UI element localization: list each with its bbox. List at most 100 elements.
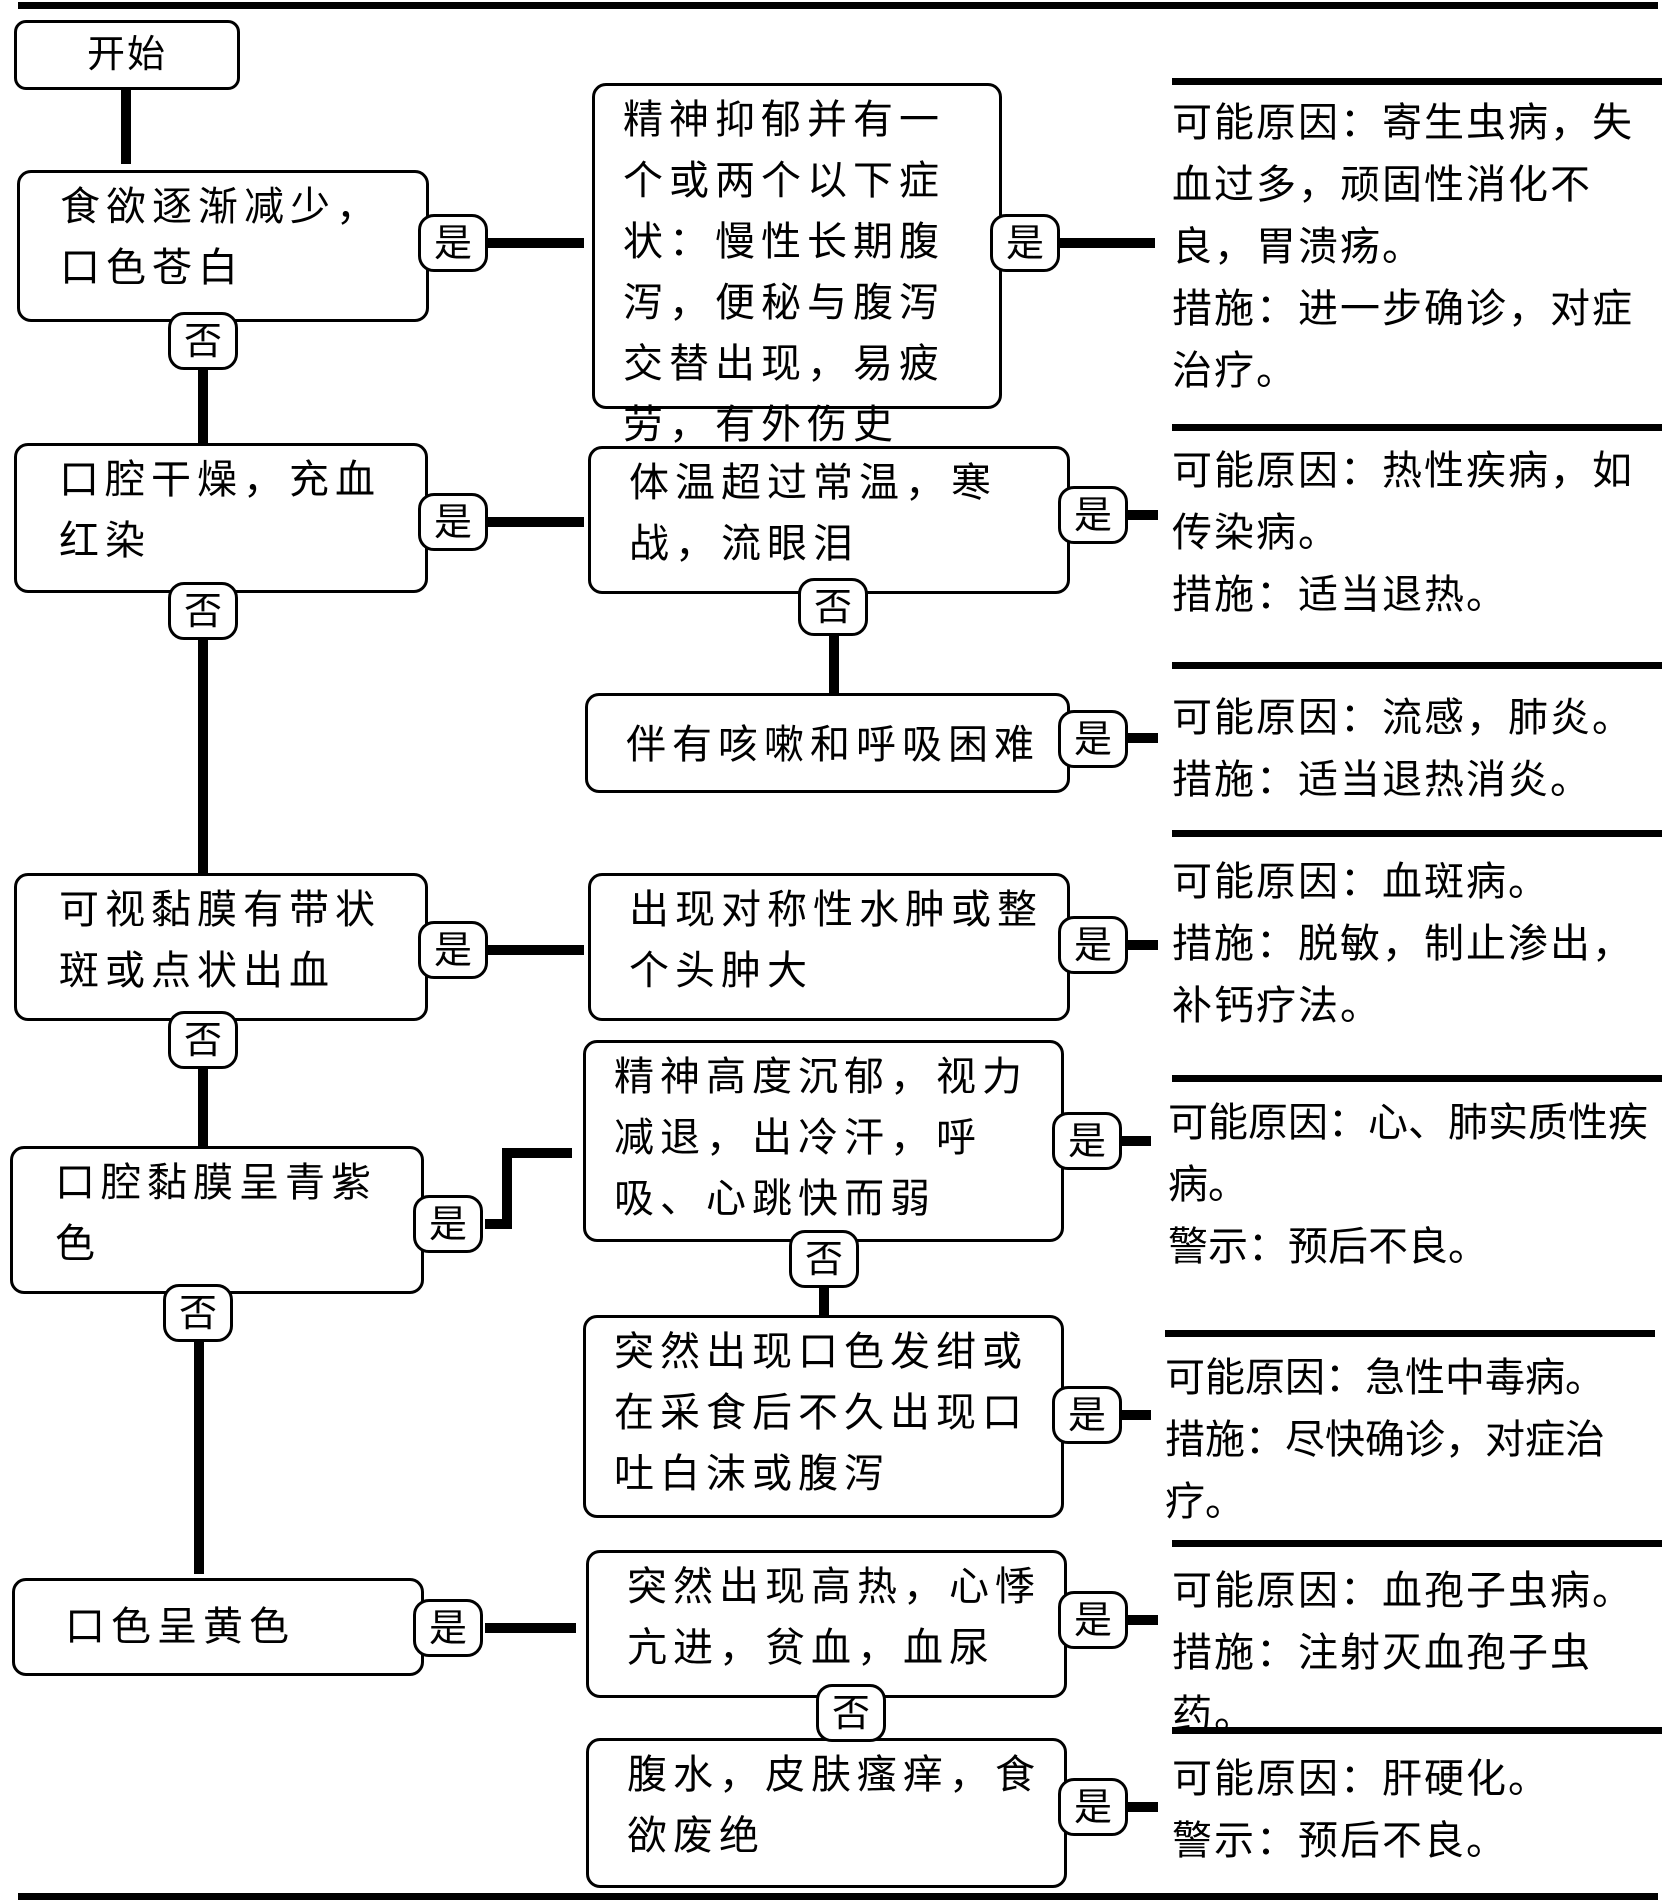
result-cause: 可能原因：寄生虫病，失血过多，顽固性消化不良，胃溃疡。 [1172, 100, 1634, 270]
result-r1: 可能原因：寄生虫病，失血过多，顽固性消化不良，胃溃疡。 措施：进一步确诊，对症治… [1172, 92, 1662, 402]
start-node: 开始 [14, 20, 240, 90]
result-rule [1172, 1075, 1662, 1082]
symptom-box-s7: 突然出现高热，心悸亢进，贫血，血尿 [586, 1550, 1067, 1698]
result-measure: 措施：进一步确诊，对症治疗。 [1172, 286, 1634, 394]
yes-tag-s3: 是 [1058, 710, 1128, 768]
arrow-s8-r8 [1122, 1802, 1158, 1812]
result-measure: 措施：脱敏，制止渗出，补钙疗法。 [1172, 921, 1634, 1029]
no-tag-q2: 否 [168, 582, 238, 640]
arrow-q1-s1 [488, 238, 584, 248]
yes-tag-s4: 是 [1058, 916, 1128, 974]
symptom-box-s6: 突然出现口色发绀或在采食后不久出现口吐白沫或腹泻 [583, 1315, 1064, 1518]
yes-tag-q3: 是 [418, 921, 488, 979]
result-rule [1172, 830, 1662, 837]
symptom-box-s2: 体温超过常温，寒战，流眼泪 [588, 446, 1070, 594]
question-text: 口腔干燥，充血红染 [59, 457, 381, 564]
result-r5: 可能原因：心、肺实质性疾病。 警示：预后不良。 [1168, 1092, 1668, 1278]
arrow-q4-s5-h2 [502, 1148, 572, 1158]
yes-tag-q2: 是 [418, 493, 488, 551]
result-r2: 可能原因：热性疾病，如传染病。 措施：适当退热。 [1172, 440, 1662, 626]
connector-q4-q5 [194, 1337, 204, 1574]
yes-tag-s1: 是 [990, 214, 1060, 272]
arrow-s3-r3 [1122, 733, 1158, 743]
yes-tag-q4: 是 [413, 1195, 483, 1253]
symptom-box-s1: 精神抑郁并有一个或两个以下症状：慢性长期腹泻，便秘与腹泻交替出现，易疲劳，有外伤… [592, 83, 1002, 448]
symptom-text: 突然出现高热，心悸亢进，贫血，血尿 [627, 1564, 1041, 1671]
symptom-box-s3: 伴有咳嗽和呼吸困难 [585, 693, 1070, 793]
no-tag-q4: 否 [163, 1284, 233, 1342]
symptom-text: 伴有咳嗽和呼吸困难 [626, 722, 1040, 768]
connector-s5-s6 [819, 1282, 829, 1316]
result-cause: 可能原因：肝硬化。 [1172, 1756, 1550, 1802]
result-cause: 可能原因：血斑病。 [1172, 859, 1550, 905]
no-tag-q1: 否 [168, 312, 238, 370]
result-rule [1172, 662, 1662, 669]
question-text: 食欲逐渐减少，口色苍白 [60, 184, 382, 291]
result-r6: 可能原因：急性中毒病。 措施：尽快确诊，对症治疗。 [1165, 1347, 1665, 1533]
yes-tag-s6: 是 [1052, 1386, 1122, 1444]
top-rule [18, 2, 1658, 9]
result-cause: 可能原因：热性疾病，如传染病。 [1172, 448, 1634, 556]
result-measure: 措施：注射灭血孢子虫药。 [1172, 1630, 1592, 1738]
arrow-s2-r2 [1122, 510, 1158, 520]
result-measure: 措施：尽快确诊，对症治疗。 [1165, 1417, 1605, 1525]
no-tag-s2: 否 [798, 578, 868, 636]
result-r7: 可能原因：血孢子虫病。 措施：注射灭血孢子虫药。 [1172, 1560, 1672, 1746]
arrow-q2-s2 [488, 517, 584, 527]
yes-tag-s2: 是 [1058, 486, 1128, 544]
start-label: 开始 [86, 32, 167, 76]
connector-q1-q2 [198, 364, 208, 447]
symptom-box-s8: 腹水，皮肤瘙痒，食欲废绝 [586, 1738, 1067, 1888]
question-box-q3: 可视黏膜有带状斑或点状出血 [14, 873, 428, 1021]
arrow-q3-s4 [488, 945, 584, 955]
question-box-q5: 口色呈黄色 [12, 1578, 424, 1676]
symptom-box-s5: 精神高度沉郁，视力减退，出冷汗，呼吸、心跳快而弱 [583, 1040, 1064, 1242]
question-text: 口腔黏膜呈青紫色 [55, 1160, 377, 1267]
result-rule [1172, 78, 1662, 85]
question-box-q1: 食欲逐渐减少，口色苍白 [17, 170, 429, 322]
symptom-text: 精神高度沉郁，视力减退，出冷汗，呼吸、心跳快而弱 [614, 1054, 1028, 1222]
symptom-text: 出现对称性水肿或整个头肿大 [629, 887, 1043, 994]
result-rule [1172, 1540, 1662, 1547]
question-text: 可视黏膜有带状斑或点状出血 [59, 887, 381, 994]
symptom-box-s4: 出现对称性水肿或整个头肿大 [588, 873, 1070, 1021]
question-text: 口色呈黄色 [65, 1604, 295, 1650]
arrow-s6-r6 [1115, 1410, 1151, 1420]
symptom-text: 精神抑郁并有一个或两个以下症状：慢性长期腹泻，便秘与腹泻交替出现，易疲劳，有外伤… [623, 97, 945, 448]
arrow-q4-s5-v [502, 1148, 512, 1229]
yes-tag-q1: 是 [418, 214, 488, 272]
result-rule [1172, 424, 1662, 431]
question-box-q2: 口腔干燥，充血红染 [14, 443, 428, 593]
arrow-s4-r4 [1122, 940, 1158, 950]
result-r8: 可能原因：肝硬化。 警示：预后不良。 [1172, 1748, 1662, 1872]
symptom-text: 体温超过常温，寒战，流眼泪 [629, 460, 997, 567]
result-r4: 可能原因：血斑病。 措施：脱敏，制止渗出，补钙疗法。 [1172, 851, 1662, 1037]
no-tag-s7: 否 [816, 1684, 886, 1742]
arrow-s5-r5 [1115, 1136, 1151, 1146]
connector-q3-q4 [198, 1063, 208, 1147]
result-measure: 措施：适当退热消炎。 [1172, 757, 1592, 803]
yes-tag-q5: 是 [413, 1599, 483, 1657]
no-tag-s5: 否 [789, 1230, 859, 1288]
no-tag-q3: 否 [168, 1011, 238, 1069]
yes-tag-s5: 是 [1052, 1112, 1122, 1170]
result-cause: 可能原因：血孢子虫病。 [1172, 1568, 1634, 1614]
result-r3: 可能原因：流感，肺炎。 措施：适当退热消炎。 [1172, 687, 1662, 811]
result-warning: 警示：预后不良。 [1168, 1224, 1488, 1270]
connector-start-q1 [121, 88, 131, 164]
result-cause: 可能原因：心、肺实质性疾病。 [1168, 1100, 1648, 1208]
symptom-text: 腹水，皮肤瘙痒，食欲废绝 [627, 1752, 1041, 1859]
arrow-q4-s5-h1 [485, 1219, 505, 1229]
yes-tag-s8: 是 [1058, 1778, 1128, 1836]
result-warning: 警示：预后不良。 [1172, 1818, 1508, 1864]
arrow-q5-s7 [485, 1623, 576, 1633]
result-cause: 可能原因：流感，肺炎。 [1172, 695, 1634, 741]
question-box-q4: 口腔黏膜呈青紫色 [10, 1146, 424, 1294]
connector-s2-s3 [829, 632, 839, 694]
bottom-rule [18, 1893, 1658, 1900]
arrow-s1-r1 [1058, 238, 1155, 248]
result-measure: 措施：适当退热。 [1172, 572, 1508, 618]
yes-tag-s7: 是 [1058, 1591, 1128, 1649]
result-rule [1172, 1727, 1662, 1734]
result-cause: 可能原因：急性中毒病。 [1165, 1355, 1605, 1401]
